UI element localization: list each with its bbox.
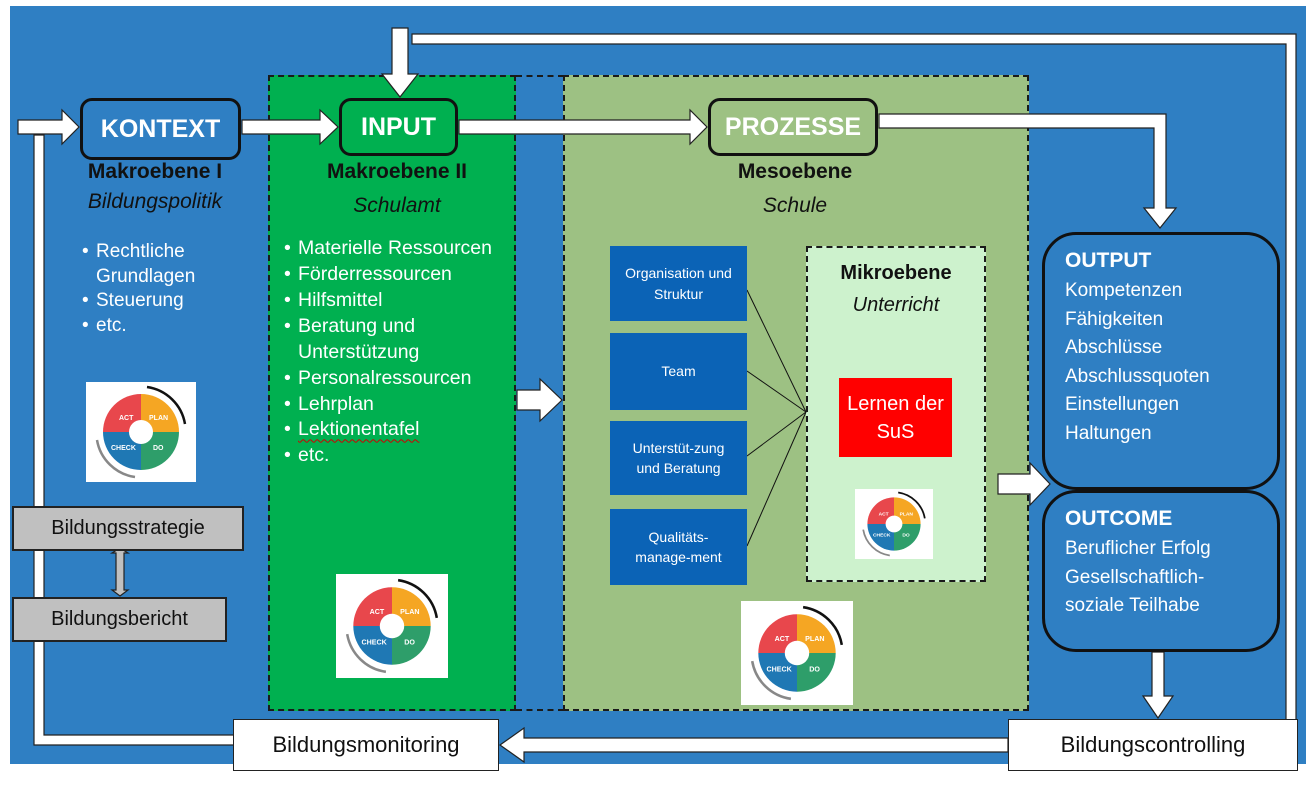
pdca-check-label: CHECK <box>111 445 136 452</box>
meso-title: Mesoebene <box>737 160 853 183</box>
top-down-arrow <box>380 27 420 98</box>
makro2-item: etc. <box>284 443 510 469</box>
makro2-item: Förderressourcen <box>284 262 510 288</box>
input-box: INPUT <box>339 98 458 156</box>
makro2-item: Personalressourcen <box>284 366 510 392</box>
prozesse-box: PROZESSE <box>708 98 878 156</box>
strategy-report-double-arrow <box>109 547 131 597</box>
bildungsmonitoring-box: Bildungsmonitoring <box>233 719 499 771</box>
makro2-item: Lektionentafel <box>284 417 510 443</box>
output-title: OUTPUT <box>1065 249 1152 272</box>
controlling-to-monitoring-arrow <box>498 726 1009 764</box>
makro2-list: Materielle Ressourcen Förderressourcen H… <box>284 236 510 469</box>
mikro-subtitle: Unterricht <box>852 294 940 316</box>
lernen-box: Lernen der SuS <box>839 378 952 457</box>
makro1-list: Rechtliche Grundlagen Steuerung etc. <box>82 240 252 339</box>
makro2-item: Beratung und Unterstützung <box>284 314 510 366</box>
meso-subtitle: Schule <box>762 194 828 217</box>
pdca-plan-label: PLAN <box>900 512 914 518</box>
pdca-do-label: DO <box>902 533 910 539</box>
prozesse-to-output-arrow <box>878 113 1178 229</box>
output-item: Abschlussquoten <box>1065 365 1210 387</box>
panel-gap-dashes <box>516 75 564 711</box>
makro2-item: Lehrplan <box>284 392 510 418</box>
outcome-to-controlling-arrow <box>1141 651 1175 720</box>
pdca-cycle-icon: ACT PLAN CHECK DO <box>86 382 196 482</box>
output-box: OUTPUT Kompetenzen Fähigkeiten Abschlüss… <box>1042 232 1280 490</box>
makro2-title: Makroebene II <box>326 160 468 183</box>
makro2-item: Hilfsmittel <box>284 288 510 314</box>
pdca-plan-label: PLAN <box>149 415 168 422</box>
connector-lines <box>746 289 807 547</box>
output-item: Kompetenzen <box>1065 280 1183 301</box>
makro2-subtitle: Schulamt <box>353 194 441 217</box>
pdca-act-label: ACT <box>370 608 385 616</box>
input-to-prozesse-arrow <box>458 108 708 146</box>
outcome-item: soziale Teilhabe <box>1065 595 1200 616</box>
pdca-cycle-icon: ACT PLAN CHECK DO <box>336 574 448 678</box>
outcome-item: Beruflicher Erfolg <box>1065 538 1211 559</box>
pdca-do-label: DO <box>809 665 820 673</box>
makro1-item: etc. <box>82 314 252 339</box>
makro1-subtitle: Bildungspolitik <box>87 190 223 213</box>
bildungsbericht-box: Bildungsbericht <box>12 597 227 642</box>
meso-box-unterstuetzung: Unterstüt-zung und Beratung <box>610 421 747 495</box>
makro1-item: Rechtliche Grundlagen <box>82 240 252 289</box>
bildungscontrolling-box: Bildungscontrolling <box>1008 719 1298 771</box>
output-item: Einstellungen <box>1065 394 1180 415</box>
outcome-title: OUTCOME <box>1065 507 1173 530</box>
pdca-check-label: CHECK <box>361 638 387 646</box>
output-item: Haltungen <box>1065 422 1152 444</box>
pdca-check-label: CHECK <box>766 665 792 673</box>
meso-to-output-arrow <box>997 461 1051 507</box>
pdca-act-label: ACT <box>119 415 134 422</box>
pdca-plan-label: PLAN <box>400 608 419 616</box>
outcome-box: OUTCOME Beruflicher Erfolg Gesellschaftl… <box>1042 490 1280 652</box>
mikro-title: Mikroebene <box>840 262 952 284</box>
makro2-item: Materielle Ressourcen <box>284 236 510 262</box>
pdca-plan-label: PLAN <box>805 635 824 643</box>
input-to-meso-arrow <box>516 377 563 423</box>
bildungsstrategie-box: Bildungsstrategie <box>12 506 244 551</box>
meso-box-qualitaet: Qualitäts-manage-ment <box>610 509 747 585</box>
pdca-act-label: ACT <box>775 635 790 643</box>
outcome-item: Gesellschaftlich- <box>1065 566 1205 588</box>
kontext-to-input-arrow <box>241 108 339 146</box>
kontext-box: KONTEXT <box>80 98 241 160</box>
makro1-item: Steuerung <box>82 289 252 314</box>
meso-box-organisation: Organisation und Struktur <box>610 246 747 321</box>
pdca-cycle-icon: ACT PLAN CHECK DO <box>855 489 933 559</box>
makro1-title: Makroebene I <box>87 160 223 183</box>
pdca-check-label: CHECK <box>873 533 891 539</box>
pdca-do-label: DO <box>404 638 415 646</box>
entry-arrow <box>17 108 80 146</box>
pdca-do-label: DO <box>153 445 164 452</box>
meso-box-team: Team <box>610 333 747 410</box>
pdca-cycle-icon: ACT PLAN CHECK DO <box>741 601 853 705</box>
pdca-act-label: ACT <box>879 512 889 518</box>
output-item: Abschlüsse <box>1065 337 1163 358</box>
output-item: Fähigkeiten <box>1065 308 1164 330</box>
